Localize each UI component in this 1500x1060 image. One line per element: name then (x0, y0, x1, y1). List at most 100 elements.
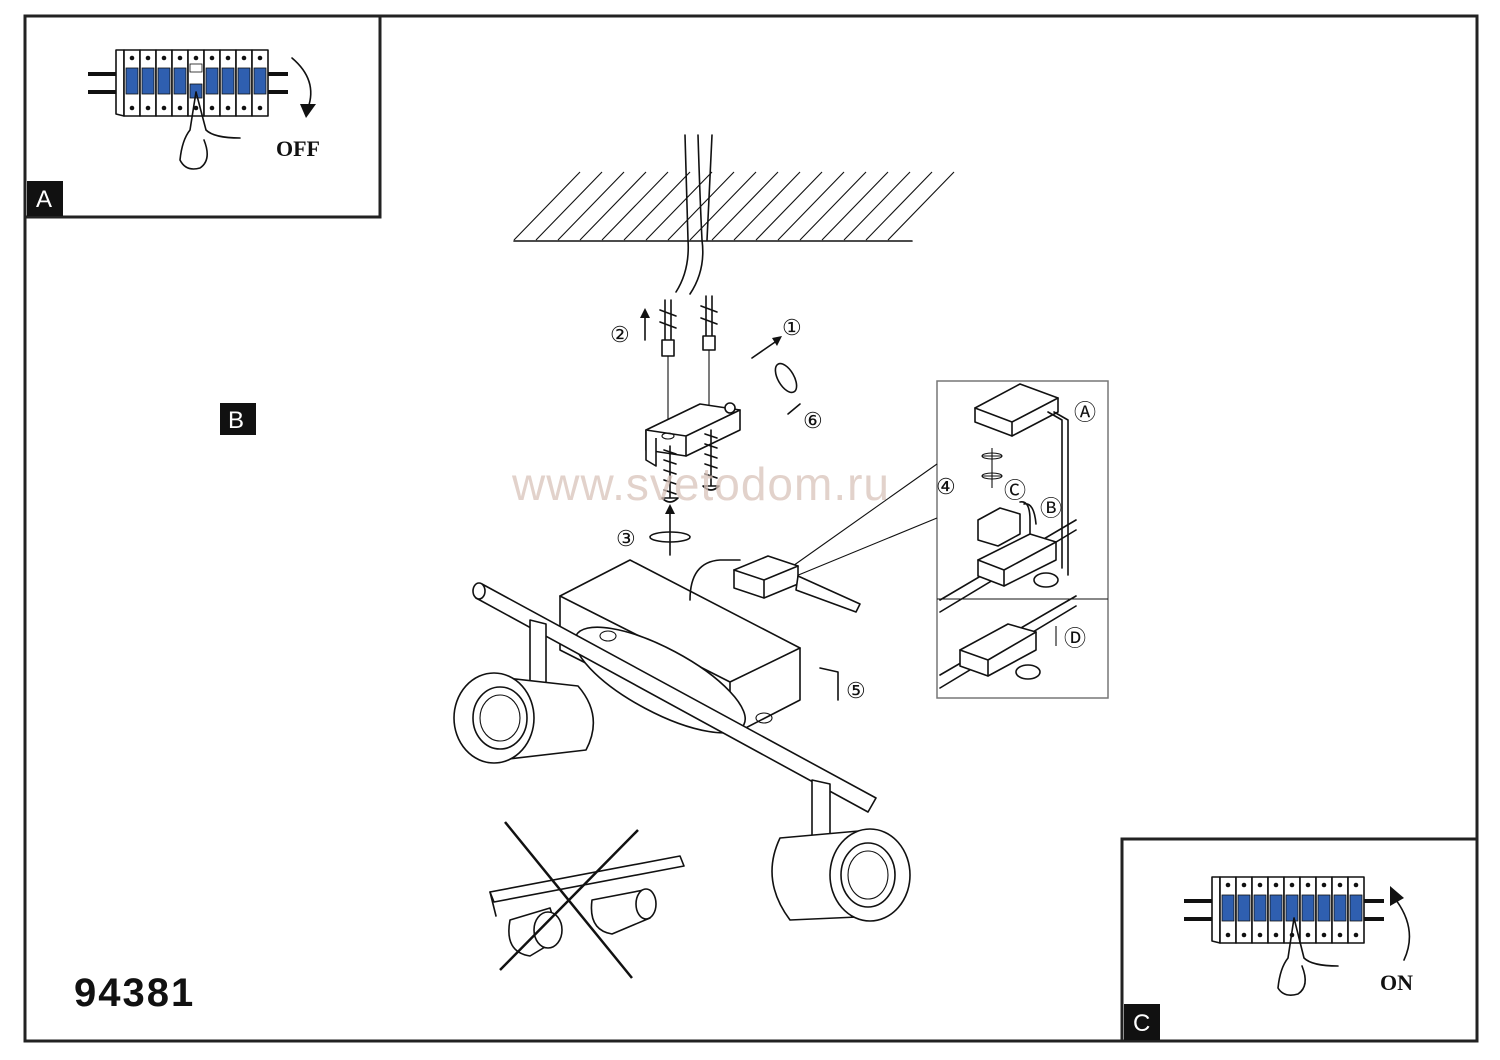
spotlight-left (453, 619, 595, 764)
switch-off-label: OFF (276, 136, 320, 161)
switch-on-label: ON (1380, 970, 1413, 995)
terminal-screw-icon (209, 105, 215, 111)
breaker-toggle (1317, 894, 1331, 922)
breaker-toggle (157, 67, 171, 95)
terminal-screw-icon (193, 55, 199, 61)
step-3-label: ③ (616, 527, 636, 552)
panel-b-label: B (228, 407, 244, 434)
terminal-screw-icon (161, 55, 167, 61)
hatch-line (513, 171, 581, 241)
terminal-screw-icon (1241, 882, 1247, 888)
breaker-toggle (141, 67, 155, 95)
terminal-screw-icon (1353, 932, 1359, 938)
terminal-screw-icon (209, 55, 215, 61)
step-2-label: ② (610, 323, 630, 348)
terminal-screw-icon (241, 105, 247, 111)
hatch-line (843, 171, 911, 241)
hatch-line (535, 171, 603, 241)
breaker-toggle (1301, 894, 1315, 922)
panel-c-label: C (1133, 1010, 1150, 1037)
breaker-toggle (1349, 894, 1363, 922)
mounting-bracket (645, 402, 741, 467)
breaker-strip (1184, 876, 1384, 944)
step-5-label: ⑤ (846, 679, 866, 704)
terminal-screw-icon (257, 55, 263, 61)
rotate-off-arrow-icon (291, 57, 312, 109)
page-frame (23, 14, 1479, 1043)
spotlight-right (771, 779, 911, 922)
breaker-toggle (1237, 894, 1251, 922)
terminal-screw-icon (1273, 882, 1279, 888)
model-number: 94381 (74, 971, 195, 1015)
terminal-screw-icon (1305, 882, 1311, 888)
watermark: www.svetodom.ru (511, 458, 890, 510)
hatch-line (557, 171, 625, 241)
step-1-label: ① (782, 316, 802, 341)
terminal-screw-icon (1273, 932, 1279, 938)
terminal-screw-icon (1257, 882, 1263, 888)
terminal-screw-icon (1337, 932, 1343, 938)
breaker-toggle (205, 67, 219, 95)
rail-end (1211, 876, 1221, 944)
terminal-screw-icon (241, 55, 247, 61)
terminal-screw-icon (129, 105, 135, 111)
breaker-toggle (189, 63, 203, 73)
hatch-line (755, 171, 823, 241)
terminal-screw-icon (225, 55, 231, 61)
terminal-screw-icon (1257, 932, 1263, 938)
panel-a-label: A (36, 186, 52, 213)
breaker-toggle-off (189, 83, 203, 99)
terminal-screw-icon (1321, 882, 1327, 888)
hatch-line (645, 171, 713, 241)
callout-c: Ⓒ (1004, 479, 1026, 504)
breaker-toggle (173, 67, 187, 95)
callout-a: Ⓐ (1074, 401, 1096, 426)
terminal-screw-icon (145, 105, 151, 111)
hand-icon (179, 91, 241, 170)
terminal-screw-icon (145, 55, 151, 61)
terminal-screw-icon (225, 105, 231, 111)
terminal-screw-icon (1353, 882, 1359, 888)
hatch-line (821, 171, 889, 241)
breaker-toggle (1253, 894, 1267, 922)
terminal-box (689, 555, 861, 613)
rotate-on-arrow-icon (1395, 899, 1411, 961)
hatch-line (579, 171, 647, 241)
hatch-line (623, 171, 691, 241)
supply-wires (675, 134, 713, 295)
panel-c: C ON (1120, 837, 1479, 1043)
terminal-screw-icon (1289, 882, 1295, 888)
hatch-line (887, 171, 955, 241)
wall-plug-right (700, 295, 718, 410)
breaker-toggle (253, 67, 267, 95)
busbar-wires (1184, 899, 1384, 921)
terminal-screw-icon (129, 55, 135, 61)
step-6-label: ⑥ (803, 409, 823, 434)
hatch-line (799, 171, 867, 241)
terminal-screw-icon (1241, 932, 1247, 938)
terminal-screw-icon (1337, 882, 1343, 888)
terminal-screw-icon (1321, 932, 1327, 938)
busbar-wires (88, 72, 288, 94)
breaker-toggle (221, 67, 235, 95)
hand-icon (1277, 917, 1339, 996)
rail-end (115, 49, 125, 117)
terminal-screw-icon (1225, 932, 1231, 938)
step-4-label: ④ (936, 475, 956, 500)
hatch-line (711, 171, 779, 241)
breaker-toggle (1269, 894, 1283, 922)
callout-b: Ⓑ (1040, 497, 1062, 522)
breaker-strip (88, 49, 288, 117)
screws (661, 429, 720, 503)
terminal-screw-icon (1305, 932, 1311, 938)
terminal-screw-icon (161, 105, 167, 111)
hatch-line (865, 171, 933, 241)
panel-a: A OFF (23, 14, 382, 219)
spot-bar (472, 582, 877, 813)
ceiling (513, 171, 955, 242)
hatch-line (601, 171, 669, 241)
terminal-screw-icon (1225, 882, 1231, 888)
breaker-toggle (125, 67, 139, 95)
terminal-screw-icon (193, 105, 199, 111)
